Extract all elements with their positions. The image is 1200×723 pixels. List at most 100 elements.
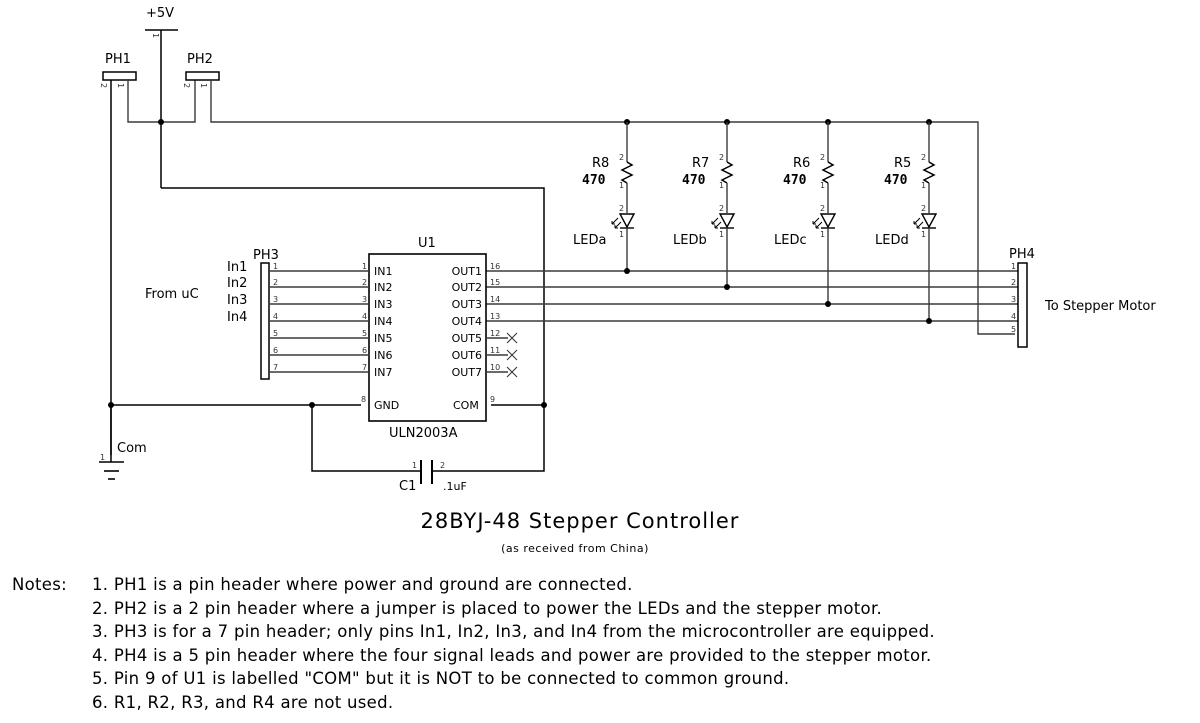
header-ph1: PH1 2 1	[99, 52, 196, 455]
ph2-pin2: 2	[182, 83, 191, 88]
resistor-ref: R8	[592, 156, 609, 171]
chip-input-name: IN5	[374, 332, 392, 345]
ph3-signal-label: In4	[227, 310, 247, 325]
chip-input-pin: 4	[362, 312, 367, 321]
chip-output-name: OUT3	[452, 298, 482, 311]
chip-input-pin: 7	[362, 363, 367, 372]
led-label: LEDc	[774, 233, 807, 248]
chip-ref: U1	[418, 236, 436, 251]
chip-output-pin: 10	[490, 363, 500, 372]
ph3-pin: 1	[273, 262, 278, 271]
power-label: +5V	[146, 6, 174, 21]
schematic-subtitle: (as received from China)	[501, 542, 649, 555]
cap-ref: C1	[399, 479, 416, 494]
ph4-pin: 5	[1011, 325, 1016, 334]
ph3-pin: 5	[273, 329, 278, 338]
resistor-ref: R5	[894, 156, 911, 171]
no-connect-icon	[506, 366, 518, 378]
notes-block: Notes:1. PH1 is a pin header where power…	[12, 573, 935, 714]
resistor-pin-bottom: 1	[619, 181, 624, 190]
ph3-signal-label: In1	[227, 260, 247, 275]
chip-output-name: OUT4	[452, 315, 482, 328]
led-label: LEDd	[875, 233, 909, 248]
notes-header: Notes:	[12, 575, 68, 594]
led-pin-bottom: 1	[921, 230, 926, 239]
cap-pin1: 1	[412, 461, 417, 470]
chip-output-name: OUT6	[452, 349, 482, 362]
led-pin-top: 2	[820, 204, 825, 213]
led-label: LEDb	[673, 233, 707, 248]
ph4-pin: 2	[1011, 278, 1016, 287]
led-pin-bottom: 1	[820, 230, 825, 239]
no-connect-icon	[506, 349, 518, 361]
ph3-pin: 3	[273, 295, 278, 304]
ph3-pin: 4	[273, 312, 278, 321]
resistor-pin-bottom: 1	[719, 181, 724, 190]
ph4-pin: 4	[1011, 312, 1016, 321]
resistor-pin-bottom: 1	[921, 181, 926, 190]
chip-output-pin: 13	[490, 312, 500, 321]
chip-input-name: IN6	[374, 349, 392, 362]
ph4-pin: 3	[1011, 295, 1016, 304]
resistor-value: 470	[783, 173, 807, 188]
junction-dot	[724, 284, 730, 290]
chip-output-name: OUT7	[452, 366, 482, 379]
resistor-pin-top: 2	[921, 153, 926, 162]
resistor-pin-top: 2	[719, 153, 724, 162]
chip-input-name: IN1	[374, 265, 392, 278]
led-label: LEDa	[573, 233, 606, 248]
schematic-title: 28BYJ-48 Stepper Controller	[421, 509, 740, 533]
ground-symbol: 1 Com	[99, 405, 147, 480]
ph3-label: PH3	[253, 248, 279, 263]
ph3-pin: 6	[273, 346, 278, 355]
resistor-pin-bottom: 1	[820, 181, 825, 190]
junction-dot	[624, 268, 630, 274]
junction-dot	[158, 119, 164, 125]
chip-com-name: COM	[453, 399, 479, 412]
power-pin: 1	[151, 33, 160, 38]
chip-output-name: OUT2	[452, 281, 482, 294]
ph2-label: PH2	[187, 52, 213, 67]
ph1-label: PH1	[105, 52, 131, 67]
ph2-pin1: 1	[199, 83, 208, 88]
ph3-source-label: From uC	[145, 287, 199, 302]
led-pin-top: 2	[619, 204, 624, 213]
resistor-value: 470	[682, 173, 706, 188]
header-ph2: PH2 2 1	[182, 52, 1015, 335]
led-pin-top: 2	[921, 204, 926, 213]
chip-input-pin: 2	[362, 278, 367, 287]
ph1-pin2: 2	[99, 83, 108, 88]
capacitor-c1: 1 2 C1 .1uF	[399, 460, 467, 494]
power-symbol-5v: +5V 1	[145, 6, 178, 188]
note-item: 2. PH2 is a 2 pin header where a jumper …	[92, 598, 883, 618]
note-item: 5. Pin 9 of U1 is labelled "COM" but it …	[92, 669, 790, 688]
ph3-pin: 2	[273, 278, 278, 287]
ph4-label: PH4	[1009, 247, 1035, 262]
ph4-dest-label: To Stepper Motor	[1044, 299, 1156, 314]
led-pin-bottom: 1	[719, 230, 724, 239]
cap-value: .1uF	[443, 480, 467, 493]
ph4-pin: 1	[1011, 262, 1016, 271]
no-connect-icon	[506, 332, 518, 344]
chip-output-name: OUT5	[452, 332, 482, 345]
chip-part: ULN2003A	[389, 426, 458, 441]
resistor-pin-top: 2	[619, 153, 624, 162]
note-item: 6. R1, R2, R3, and R4 are not used.	[92, 692, 394, 712]
chip-input-pin: 6	[362, 346, 367, 355]
chip-output-pin: 15	[490, 278, 500, 287]
ground-label: Com	[117, 441, 147, 456]
resistor-ref: R7	[692, 156, 709, 171]
chip-output-pin: 14	[490, 295, 500, 304]
note-item: 3. PH3 is for a 7 pin header; only pins …	[92, 622, 935, 641]
ph3-signal-label: In2	[227, 276, 247, 291]
chip-input-name: IN7	[374, 366, 392, 379]
chip-input-name: IN2	[374, 281, 392, 294]
junction-dot	[541, 402, 547, 408]
chip-input-name: IN4	[374, 315, 392, 328]
ph1-pin1: 1	[116, 83, 125, 88]
resistor-icon	[720, 161, 734, 184]
chip-output-name: OUT1	[452, 265, 482, 278]
